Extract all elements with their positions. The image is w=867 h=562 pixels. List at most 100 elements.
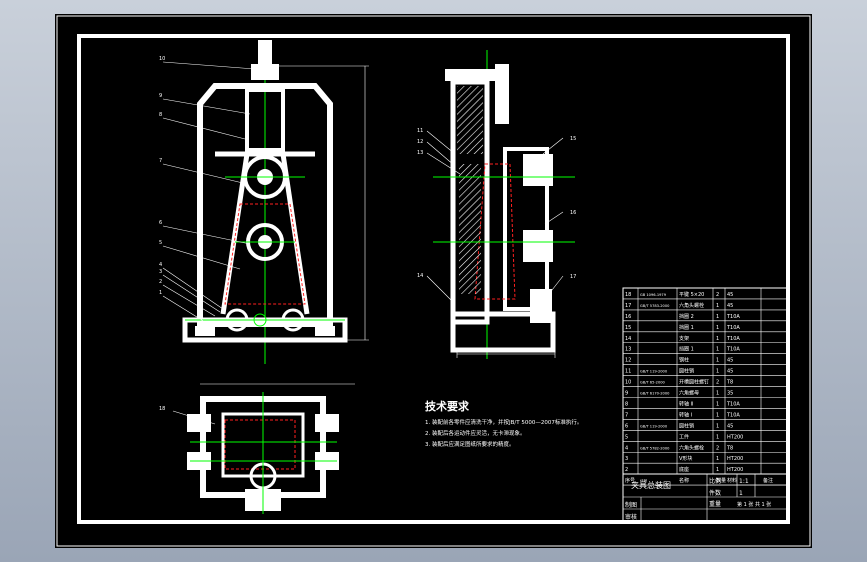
sheet-label: 第 1 张 共 1 张	[737, 501, 771, 508]
title-block	[622, 287, 789, 523]
draw-label: 制图	[625, 501, 637, 509]
bom-cell: 2	[625, 467, 628, 473]
side-view	[433, 50, 575, 359]
bom-cell: 六角螺母	[679, 390, 699, 397]
part-balloon: 16	[570, 210, 576, 216]
part-balloon: 7	[159, 158, 162, 164]
bom-cell: 1	[716, 336, 719, 342]
part-balloon: 3	[159, 269, 162, 275]
bom-cell: T10A	[726, 314, 740, 320]
bom-cell: 1	[716, 456, 719, 462]
bom-cell: 5	[625, 434, 628, 440]
bom-cell: 1	[716, 358, 719, 364]
bom-cell: 圆柱销	[679, 422, 694, 429]
bom-header-cell: 名称	[679, 477, 689, 484]
bom-cell: HT200	[727, 434, 743, 440]
bom-header-cell: 数量	[716, 477, 726, 484]
part-balloon: 5	[159, 240, 162, 246]
bom-cell: T8	[726, 380, 733, 386]
bom-cell: 18	[625, 292, 631, 298]
bom-cell: T10A	[726, 412, 740, 418]
part-balloon: 8	[159, 112, 162, 118]
bom-cell: 16	[625, 314, 631, 320]
bom-cell: GB/T 119-2000	[640, 424, 668, 428]
bom-cell: 3	[625, 456, 628, 462]
bom-cell: 15	[625, 325, 631, 331]
bom-header-cell: 代号	[640, 478, 648, 483]
bom-cell: 4	[625, 445, 628, 451]
tech-req-line-3: 3. 装配后应满足图纸所要求的精度。	[425, 440, 515, 448]
bom-cell: GB/T 6170-2000	[640, 392, 670, 396]
tech-req-heading: 技术要求	[425, 399, 470, 413]
tech-req-line-1: 1. 装配前各零件应清洗干净，并按JB/T 5000—2007标准执行。	[425, 418, 582, 426]
bom-cell: HT200	[727, 467, 743, 473]
front-leaders	[162, 61, 256, 323]
bom-cell: 45	[727, 292, 733, 298]
bom-cell: T10A	[726, 336, 740, 342]
bom-cell: 11	[625, 369, 631, 375]
bom-cell: GB/T 5783-2000	[640, 304, 670, 308]
bom-cell: 45	[727, 369, 733, 375]
front-view	[182, 40, 369, 364]
part-balloon: 13	[417, 150, 423, 156]
bom-cell: 45	[727, 303, 733, 309]
plan-view	[187, 383, 355, 514]
bom-cell: 1	[716, 467, 719, 473]
bom-cell: 45	[727, 423, 733, 429]
part-balloon: 9	[159, 93, 162, 99]
bom-cell: 1	[716, 423, 719, 429]
bom-header-cell: 备注	[763, 477, 773, 484]
bom-cell: 2	[716, 445, 719, 451]
bom-cell: 钢柱	[679, 357, 689, 364]
bom-cell: 1	[716, 412, 719, 418]
qty-label: 件数	[709, 489, 721, 497]
bom-cell: GB/T 5782-2000	[640, 446, 670, 450]
bom-cell: GB 1096-1979	[640, 293, 667, 297]
bom-cell: 6	[625, 423, 628, 429]
bom-cell: GB/T 119-2000	[640, 370, 668, 374]
bom-cell: GB/T 65-2000	[640, 381, 666, 385]
drawing-title: 夹具总装图	[631, 480, 671, 490]
bom-cell: 1	[716, 401, 719, 407]
bom-cell: 45	[727, 358, 733, 364]
scale-value: 1:1	[739, 478, 749, 485]
part-balloon: 14	[417, 273, 423, 279]
part-balloon: 4	[159, 262, 162, 268]
bom-cell: 挡圈 2	[679, 313, 694, 320]
bom-cell: T8	[726, 445, 733, 451]
bom-cell: 平键 5×20	[679, 291, 704, 298]
bom-cell: V形块	[679, 455, 692, 462]
bom-cell: 9	[625, 391, 628, 397]
part-balloon: 17	[570, 274, 576, 280]
part-balloon: 1	[159, 290, 162, 296]
bom-cell: 2	[716, 380, 719, 386]
bom-cell: 1	[716, 369, 719, 375]
bom-cell: 14	[625, 336, 631, 342]
bom-cell: T10A	[726, 347, 740, 353]
bom-cell: 挡圈 1	[679, 346, 694, 353]
part-balloon: 2	[159, 279, 162, 285]
bom-cell: 1	[716, 314, 719, 320]
qty-value: 1	[739, 490, 743, 497]
bom-header-cell: 序号	[625, 477, 635, 484]
bom-cell: 10	[625, 380, 631, 386]
bom-cell: T10A	[726, 401, 740, 407]
bom-cell: 2	[716, 292, 719, 298]
bom-cell: 1	[716, 303, 719, 309]
bom-cell: 转轴 Ⅰ	[679, 411, 692, 418]
part-balloon: 12	[417, 139, 423, 145]
bom-cell: 圆柱销	[679, 368, 694, 375]
part-balloon: 18	[159, 406, 165, 412]
bom-cell: 1	[716, 347, 719, 353]
weight-label: 重量	[709, 500, 721, 508]
check-label: 审核	[625, 513, 637, 521]
bom-cell: HT200	[727, 456, 743, 462]
bom-cell: 支架	[679, 335, 689, 342]
bom-cell: 12	[625, 358, 631, 364]
bom-cell: 底座	[679, 466, 689, 473]
scale-label: 比例	[709, 477, 721, 485]
